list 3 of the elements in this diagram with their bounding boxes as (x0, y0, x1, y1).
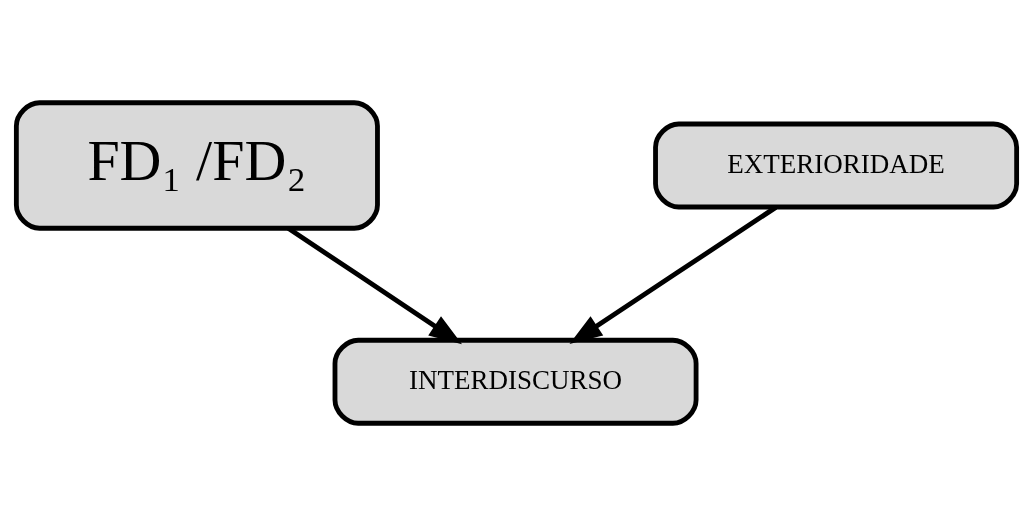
node-box: INTERDISCURSO (332, 337, 699, 426)
node-box: EXTERIORIDADE (653, 121, 1020, 209)
node-box: FD₁ /FD₂ (13, 99, 380, 231)
